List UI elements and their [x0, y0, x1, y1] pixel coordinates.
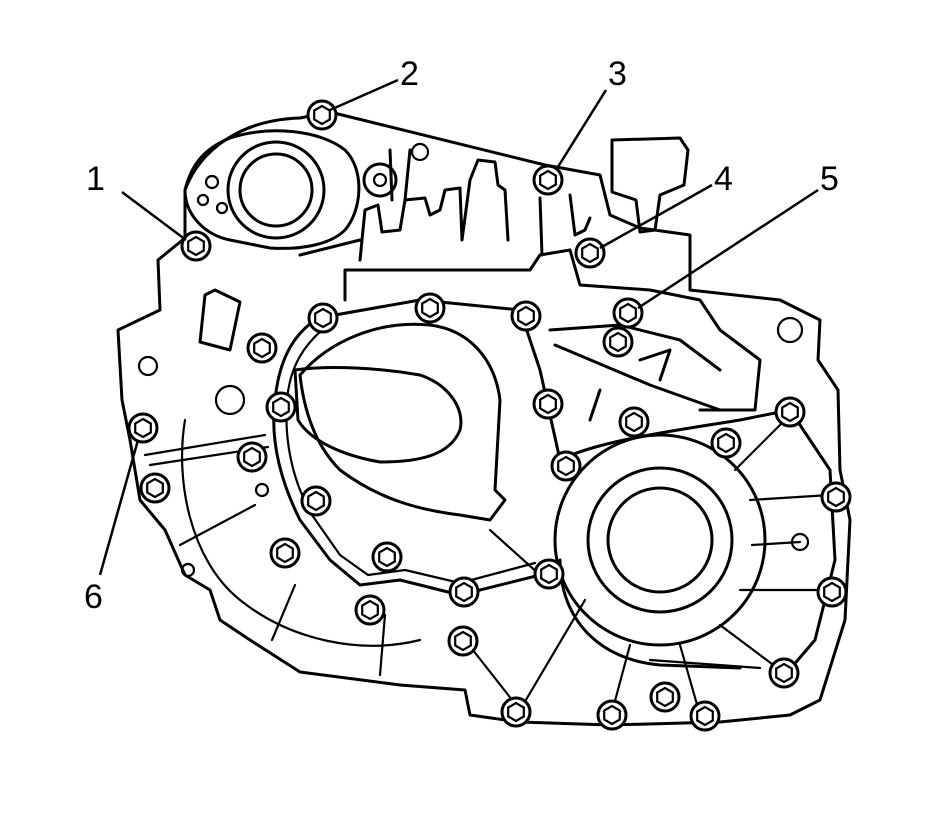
callout-6: 6: [84, 578, 103, 616]
bolt-head: [448, 576, 480, 608]
bolt-head: [127, 412, 159, 444]
diff-ribs: [518, 413, 832, 717]
tab-top-right: [610, 136, 690, 234]
diff-pin: [790, 532, 810, 552]
bolt-head: [500, 696, 532, 728]
bolt-head: [596, 699, 628, 731]
bolt-head: [816, 576, 848, 608]
bolt-head: [236, 441, 268, 473]
callout-4: 4: [714, 160, 733, 198]
bolt-head: [510, 300, 542, 332]
leader-line-3: [554, 89, 608, 171]
plate-hole: [137, 355, 159, 377]
small-hole: [180, 562, 196, 578]
small-hole: [410, 142, 430, 162]
bolt-head: [139, 472, 171, 504]
bowl-lobe: [293, 366, 463, 464]
flange-hole: [204, 174, 220, 190]
small-hole: [254, 482, 270, 498]
leader-line-2: [329, 78, 399, 112]
flange-hole: [215, 201, 229, 215]
flange-hole: [196, 193, 210, 207]
bowl: [298, 322, 507, 522]
leader-line-6: [98, 439, 140, 576]
bolt-head: [533, 558, 565, 590]
callout-2: 2: [400, 55, 419, 93]
bolt-head: [820, 481, 852, 513]
bolt-head: [447, 625, 479, 657]
upper-bore-outer: [226, 140, 326, 240]
plate-hole: [214, 384, 246, 416]
upper-bore-inner: [238, 152, 314, 228]
bolt-head: [532, 388, 564, 420]
case-outline: [116, 110, 852, 727]
diff-bore-mid: [586, 466, 734, 614]
inner-flange: [343, 248, 762, 412]
leader-line-5: [637, 188, 819, 310]
bolt-head: [532, 164, 564, 196]
bolt-head: [710, 427, 742, 459]
bolt-group: [127, 99, 852, 732]
callout-1: 1: [86, 160, 105, 198]
callout-3: 3: [608, 55, 627, 93]
bolt-head: [269, 537, 301, 569]
bolt-head: [774, 396, 806, 428]
bolt-head: [602, 326, 634, 358]
bolt-head: [265, 391, 297, 423]
inner-rib-a: [548, 323, 722, 422]
bolt-head: [306, 99, 338, 131]
bolt-head: [414, 292, 446, 324]
bolt-head: [768, 657, 800, 689]
diff-bore-inner: [606, 486, 714, 594]
bolt-head: [354, 594, 386, 626]
upper-ribs: [358, 158, 510, 262]
plate-left: [198, 288, 242, 352]
bolt-head: [550, 450, 582, 482]
upper-ribs-2: [298, 148, 592, 257]
bolt-head: [371, 541, 403, 573]
bolt-head: [689, 700, 721, 732]
bolt-head: [180, 230, 212, 262]
bolt-head: [649, 681, 681, 713]
bell-inner-arc: [180, 418, 422, 647]
leader-line-1: [121, 191, 187, 241]
diff-bore-outer: [553, 433, 767, 647]
bolt-head: [618, 406, 650, 438]
bell-ribs: [143, 433, 762, 712]
leader-line-4: [599, 183, 713, 250]
upper-flange: [183, 129, 361, 250]
ear-hole: [776, 316, 804, 344]
pin-boss: [362, 162, 398, 198]
pin-boss-inner: [372, 172, 388, 188]
callout-5: 5: [820, 160, 839, 198]
bolt-head: [300, 485, 332, 517]
bolt-head: [612, 297, 644, 329]
bolt-head: [307, 302, 339, 334]
bolt-head: [246, 332, 278, 364]
bolt-head: [574, 237, 606, 269]
